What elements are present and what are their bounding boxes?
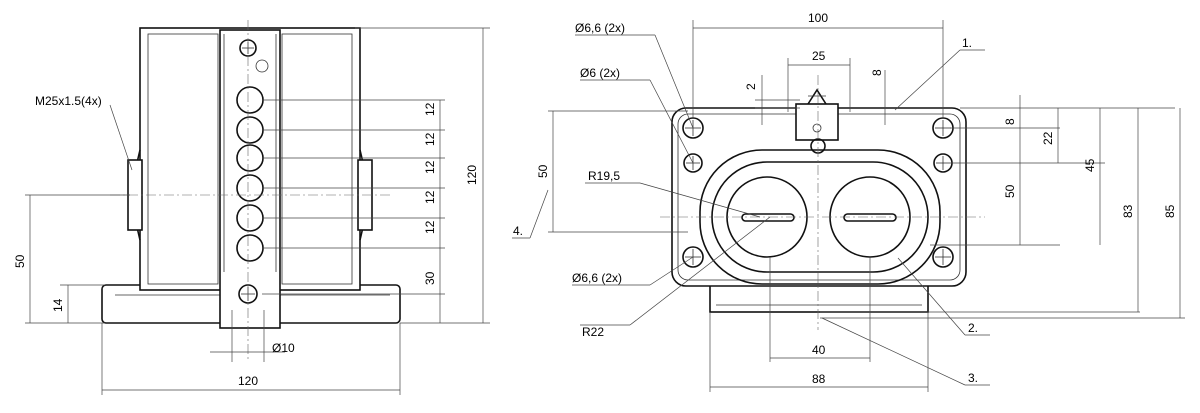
dim-lower: 30 [423,271,437,285]
callout-3: 3. [968,371,978,385]
mount-hole-ml [683,153,703,173]
dim-base: 14 [51,298,65,312]
left-hole [236,86,264,114]
radius-label: R19,5 [588,169,620,183]
hole-mid-label: Ø6 (2x) [580,66,620,80]
left-hole [236,144,264,172]
right-actuator [795,103,839,141]
dim-88: 88 [812,372,826,386]
right-oval-inner [711,161,929,273]
right-bottom-tab [709,284,929,313]
dim-pitch: 12 [423,160,437,174]
callout-1: 1. [962,36,972,50]
left-hole [236,234,264,262]
dim-8-top: 8 [870,69,884,76]
dim-83: 83 [1121,204,1135,218]
mount-hole-bl [682,246,704,268]
left-hole [236,116,264,144]
dim-hole-dia: Ø10 [272,341,295,355]
dim-45: 45 [1083,158,1097,172]
dim-25: 25 [812,49,826,63]
dim-85: 85 [1163,204,1177,218]
hole-bottom-label: Ø6,6 (2x) [572,271,622,285]
dim-50-left: 50 [536,164,550,178]
mount-hole-br [932,246,954,268]
dim-8-right: 8 [1003,118,1017,125]
dim-22: 22 [1041,131,1055,145]
hole-top-label: Ø6,6 (2x) [575,21,625,35]
left-view: M25x1.5(4x) 12 12 12 12 12 30 120 50 14 … [13,20,490,395]
dim-2: 2 [744,83,758,90]
left-hole [236,174,264,202]
dim-pitch: 12 [423,102,437,116]
dim-40: 40 [812,343,826,357]
callout-4: 4. [513,224,523,238]
dim-pitch: 12 [423,190,437,204]
dim-height: 120 [465,165,479,185]
left-hole [236,204,264,232]
callout-2: 2. [968,321,978,335]
dim-side: 50 [13,254,27,268]
dim-width: 120 [238,374,258,388]
dim-50-right: 50 [1003,184,1017,198]
dim-100: 100 [808,11,828,25]
thread-label: M25x1.5(4x) [35,94,102,108]
dim-pitch: 12 [423,220,437,234]
radius-outer-label: R22 [582,325,604,339]
dim-pitch: 12 [423,132,437,146]
right-view: 100 25 2 8 8 22 50 45 83 85 [512,11,1185,392]
left-center-strip [219,29,281,329]
